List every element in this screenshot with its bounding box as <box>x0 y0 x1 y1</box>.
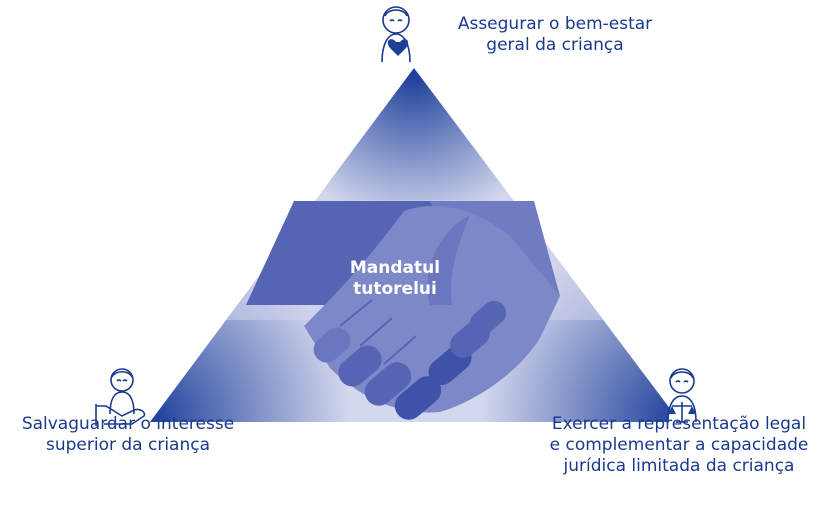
mandate-title-line1: Mandatul <box>349 258 441 278</box>
role-left-line1: Salvaguardar o interesse <box>21 414 235 434</box>
role-top-line2: geral da criança <box>486 35 624 55</box>
handshake-icon <box>246 201 560 420</box>
role-label-left: Salvaguardar o interesse superior da cri… <box>0 414 256 456</box>
child-with-hand-icon <box>95 368 146 426</box>
mandate-title-line2: tutorelui <box>353 279 437 299</box>
role-label-right: Exercer a representação legal e compleme… <box>528 414 830 477</box>
mandate-title: Mandatul tutorelui <box>330 258 460 300</box>
role-left-line2: superior da criança <box>45 435 210 455</box>
role-right-line2: e complementar a capacidade <box>549 435 809 455</box>
role-label-top: Assegurar o bem-estar geral da criança <box>440 14 670 56</box>
role-top-line1: Assegurar o bem-estar <box>457 14 653 34</box>
role-right-line3: jurídica limitada da criança <box>563 456 795 476</box>
child-with-heart-icon <box>381 6 411 63</box>
role-right-line1: Exercer a representação legal <box>551 414 807 434</box>
child-with-scales-icon <box>667 368 697 423</box>
